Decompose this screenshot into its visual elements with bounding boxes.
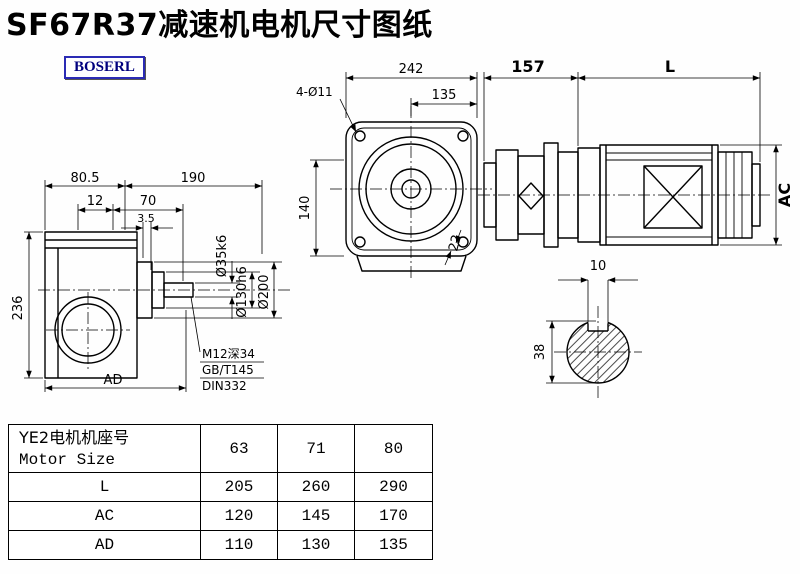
table-row-l: L 205 260 290 (8, 472, 433, 502)
thread-note-line3: DIN332 (202, 379, 247, 393)
ad-value-80: 135 (354, 530, 433, 560)
dia-200-label: Ø200 (257, 274, 272, 309)
motor-size-label-en: Motor Size (19, 450, 116, 469)
dim-70-label: 70 (140, 194, 157, 209)
table-row-header: YE2电机机座号 Motor Size 63 71 80 (8, 424, 433, 473)
dim-12-label: 12 (87, 194, 104, 209)
shaft-section-view: 10 38 (533, 259, 642, 398)
dim-140-label: 140 (298, 196, 313, 221)
dim-80-5-label: 80.5 (71, 171, 100, 186)
frame-size-63: 63 (200, 424, 278, 473)
ad-value-71: 130 (277, 530, 355, 560)
dim-22-label: 22 (446, 233, 465, 253)
dim-157-label: 157 (511, 57, 544, 76)
side-view-centerlines (38, 289, 290, 372)
dim-l-label: L (665, 57, 675, 76)
motor-size-table: YE2电机机座号 Motor Size 63 71 80 L 205 260 2… (8, 424, 433, 560)
shaft-section-dimension-lines (546, 277, 638, 384)
brand-logo: BOSERL (64, 56, 145, 79)
ac-value-71: 145 (277, 501, 355, 531)
dim-236-label: 236 (11, 296, 26, 321)
gearbox-side-outline (44, 231, 194, 379)
l-value-71: 260 (277, 472, 355, 502)
front-view-dimension-lines (310, 72, 478, 266)
gearbox-side-view: 80.5 190 12 70 3.5 236 AD Ø35k6 Ø130h6 Ø… (11, 171, 290, 393)
thread-note-line1: M12深34 (202, 347, 255, 361)
table-row-ad: AD 110 130 135 (8, 530, 433, 560)
table-row-ac: AC 120 145 170 (8, 501, 433, 531)
motor-size-label-cn: YE2电机机座号 (19, 427, 130, 447)
frame-size-80: 80 (354, 424, 433, 473)
motor-dimension-lines (483, 72, 782, 246)
l-value-63: 205 (200, 472, 278, 502)
dim-38-label: 38 (533, 344, 548, 361)
shaft-section-centerlines (554, 306, 642, 398)
page-title: SF67R37减速机电机尺寸图纸 (6, 8, 433, 43)
row-label-ad: AD (8, 530, 201, 560)
side-view-dimension-lines (24, 180, 282, 392)
dim-135-label: 135 (432, 88, 457, 103)
l-value-80: 290 (354, 472, 433, 502)
dim-ad-label: AD (104, 373, 123, 388)
header-motor-size-cell: YE2电机机座号 Motor Size (8, 424, 201, 473)
dia-130-label: Ø130h6 (235, 266, 250, 318)
front-view-centerlines (330, 106, 492, 278)
ac-value-63: 120 (200, 501, 278, 531)
dim-ac-label: AC (775, 183, 794, 207)
dim-10-label: 10 (590, 259, 607, 274)
dia-35-label: Ø35k6 (215, 235, 230, 278)
ac-value-80: 170 (354, 501, 433, 531)
row-label-ac: AC (8, 501, 201, 531)
dim-242-label: 242 (399, 62, 424, 77)
motor-side-view: 157 L AC (478, 57, 794, 248)
ad-value-63: 110 (200, 530, 278, 560)
dim-190-label: 190 (181, 171, 206, 186)
row-label-l: L (8, 472, 201, 502)
thread-note-line2: GB/T145 (202, 363, 254, 377)
dim-holes-label: 4-Ø11 (296, 85, 333, 99)
gearbox-front-view: 242 135 4-Ø11 140 22 (296, 62, 492, 278)
dim-3-5-label: 3.5 (137, 212, 155, 225)
frame-size-71: 71 (277, 424, 355, 473)
